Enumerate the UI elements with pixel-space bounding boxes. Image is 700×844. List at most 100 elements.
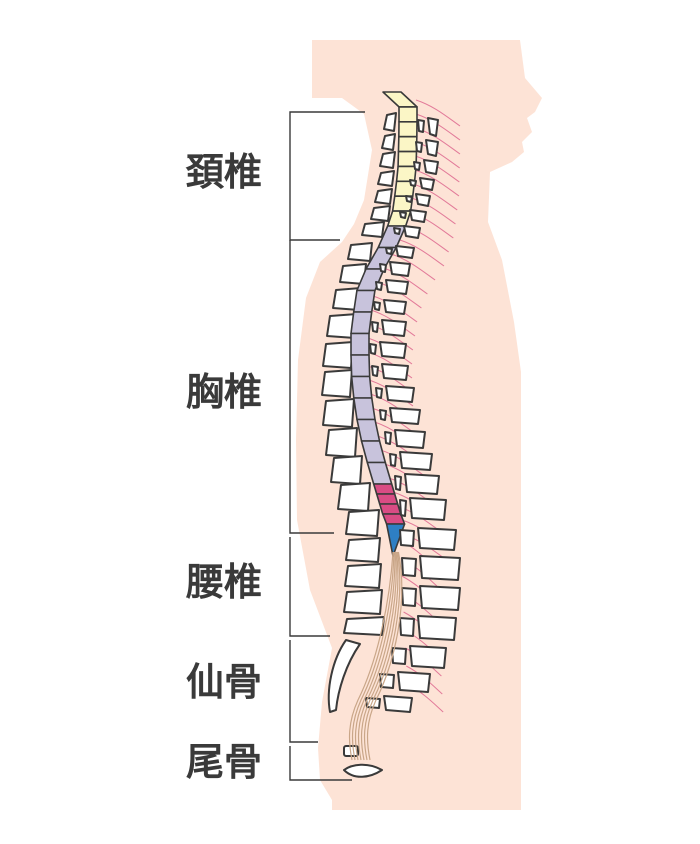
spinous-process: [404, 473, 440, 495]
vertebral-body: [322, 341, 354, 369]
nerve-root: [383, 267, 428, 295]
vertebral-arch: [391, 647, 407, 665]
cord-segment-cervical: [395, 165, 417, 183]
vertebral-body: [379, 151, 396, 169]
spinous-process: [415, 193, 431, 207]
cord-segment-thoracic: [350, 354, 371, 378]
vertebral-arch: [379, 263, 387, 273]
sacrum-coccyx-bones: [327, 639, 383, 778]
vertebral-arch: [369, 343, 377, 355]
vertebral-body: [370, 205, 391, 222]
vertebral-arch: [415, 141, 423, 153]
vertebral-body: [361, 221, 385, 238]
vertebral-body: [321, 369, 353, 398]
bracket-sacrum: [289, 640, 318, 743]
cauda-nerve: [360, 551, 399, 761]
vertebral-body: [337, 482, 371, 512]
spinous-process: [394, 429, 426, 449]
cauda-nerve: [357, 551, 397, 761]
spinous-process: [399, 451, 433, 471]
cord-segment-thoracic: [350, 375, 373, 399]
spinous-process: [419, 177, 435, 191]
vertebral-arch: [409, 179, 417, 187]
cord-segment-cervical: [397, 135, 418, 153]
bracket-thoracic: [289, 240, 334, 534]
spinous-process: [403, 225, 421, 239]
nerve-root: [415, 99, 461, 127]
spinous-process: [379, 341, 407, 359]
spinous-process: [383, 695, 413, 713]
spinous-process: [409, 497, 447, 521]
vertebral-arch: [393, 227, 401, 235]
vertebral-arch: [405, 195, 413, 203]
vertebral-body: [377, 170, 395, 187]
cord-segment-thoracic: [356, 418, 381, 442]
cauda-nerve: [363, 551, 401, 761]
vertebral-arch: [394, 475, 402, 491]
nerve-root: [414, 169, 460, 197]
vertebral-bodies: [321, 112, 397, 636]
vertebral-arch: [375, 387, 383, 399]
spinous-process: [409, 209, 427, 223]
nerve-root: [413, 183, 458, 211]
spinous-process: [409, 645, 447, 669]
nerve-root: [415, 113, 461, 141]
nerve-root: [390, 253, 436, 281]
label-lumbar: 腰椎: [186, 560, 262, 604]
spinous-process: [419, 555, 461, 581]
label-thoracic: 胸椎: [186, 370, 262, 414]
vertebral-arch: [379, 409, 387, 421]
vertebral-body: [347, 242, 373, 262]
spinous-process: [381, 363, 409, 381]
cauda-nerve: [354, 551, 396, 761]
nerve-root: [411, 197, 456, 225]
spinous-process: [381, 319, 407, 337]
vertebral-body: [330, 455, 363, 485]
vertebral-body: [345, 509, 380, 537]
spinous-process: [389, 261, 411, 277]
vertebral-arch: [385, 247, 393, 255]
vertebral-body: [325, 427, 358, 458]
cord-segment-thoracic: [352, 289, 376, 313]
vertebral-body: [344, 563, 382, 589]
label-sacrum: 仙骨: [186, 660, 262, 704]
cord-segment-cervical: [398, 106, 418, 123]
cauda-nerve: [348, 551, 394, 761]
cauda-equina: [348, 551, 403, 761]
spinous-process: [419, 585, 461, 611]
spinous-processes: [365, 117, 461, 713]
vertebral-arch: [384, 431, 392, 445]
region-brackets: [289, 111, 365, 781]
spinous-process: [417, 527, 457, 551]
spinous-process: [383, 299, 407, 315]
vertebral-body: [343, 589, 383, 615]
label-coccyx: 尾骨: [186, 740, 262, 784]
cauda-nerve: [366, 551, 403, 761]
sacrum-bone: [327, 639, 361, 713]
vertebral-body: [343, 616, 385, 636]
label-cervical: 頚椎: [185, 150, 262, 194]
bracket-coccyx: [289, 746, 352, 781]
vertebral-body: [381, 133, 396, 151]
spinous-process: [389, 407, 421, 425]
coccyx-bone: [343, 763, 383, 778]
vertebral-arch: [401, 587, 417, 607]
spinous-process: [425, 139, 439, 157]
spinous-process: [417, 615, 457, 641]
spinous-process: [397, 671, 431, 693]
cord-segment-lumbar: [378, 503, 402, 515]
cord-segment-thoracic: [350, 311, 373, 335]
vertebral-arch: [401, 557, 417, 577]
vertebral-arch: [399, 211, 407, 219]
vertebral-body: [322, 398, 355, 428]
nerve-root: [415, 155, 460, 183]
vertebral-arch: [373, 301, 381, 311]
vertebral-arch: [417, 119, 425, 133]
vertebral-arch: [371, 365, 379, 377]
region-labels: 頚椎 胸椎 腰椎 仙骨 尾骨: [185, 150, 262, 784]
cord-segment-lumbar: [372, 483, 396, 495]
vertebral-body: [374, 188, 393, 205]
bracket-lumbar: [289, 537, 330, 637]
vertebral-body: [345, 537, 381, 563]
